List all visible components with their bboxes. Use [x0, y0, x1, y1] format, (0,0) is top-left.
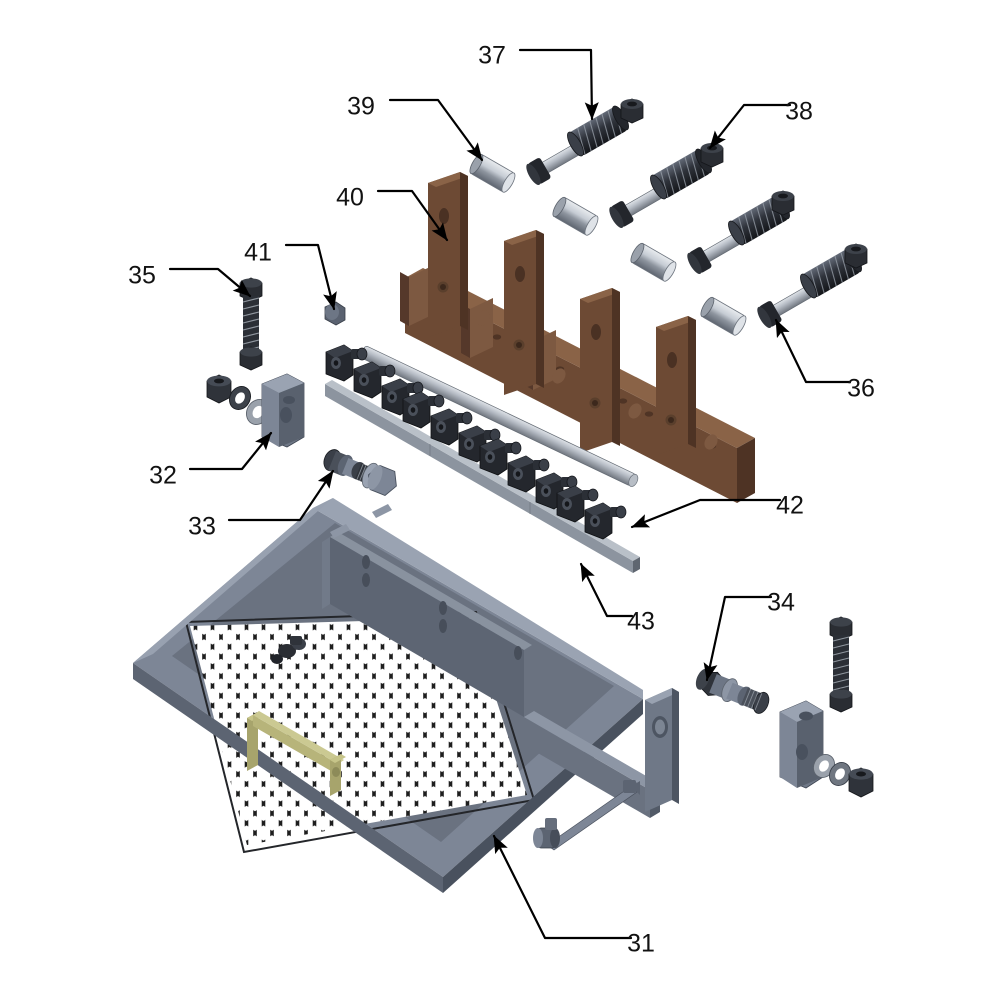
- clamp-block: [535, 472, 578, 510]
- main-frame-assembly-31: [133, 498, 679, 893]
- clamp-block: [402, 391, 445, 429]
- callout-41: 41: [244, 239, 337, 311]
- pivot-bolt-stack-33: [323, 449, 397, 497]
- callout-42: 42: [630, 492, 804, 529]
- shaft-head: [324, 301, 346, 326]
- clamp-block: [381, 378, 424, 416]
- callout-37: 37: [478, 42, 599, 121]
- leader-line-37: [518, 48, 599, 121]
- hex-nut-c: [771, 190, 795, 216]
- hex-nut-a: [620, 98, 644, 124]
- leader-line-35: [168, 267, 252, 298]
- leader-line-42: [630, 498, 782, 529]
- hardware-set-d: [700, 243, 868, 336]
- hex-nut-right: [848, 767, 874, 798]
- bracket-stack-right: [779, 700, 874, 798]
- clamp-block-callout-42: [584, 502, 627, 540]
- callout-34: 34: [703, 589, 795, 682]
- callout-label-31: 31: [627, 930, 655, 958]
- callout-label-43: 43: [627, 608, 655, 636]
- threaded-rod-assembly-right: [829, 616, 853, 713]
- tine-plate-2: [504, 230, 544, 395]
- spacer-sleeve-c: [630, 242, 677, 282]
- callout-32: 32: [149, 431, 273, 490]
- tine-plate-3: [580, 288, 620, 453]
- callout-label-38: 38: [785, 98, 813, 126]
- callout-33: 33: [188, 469, 335, 541]
- leader-line-31: [492, 834, 633, 940]
- callout-label-37: 37: [478, 42, 506, 70]
- leader-line-32: [188, 431, 273, 471]
- hex-nut-d: [844, 243, 868, 269]
- callout-label-35: 35: [128, 262, 156, 290]
- hardware-set-b: [552, 142, 724, 236]
- tray-rear-bosses: [330, 504, 392, 538]
- hardware-set-a: [469, 98, 644, 193]
- callout-layer: 37 39 38 40 35 41 36 32 33 42 43 34 31: [128, 42, 875, 958]
- callout-38: 38: [708, 98, 813, 150]
- callout-label-42: 42: [776, 492, 804, 520]
- callout-label-40: 40: [336, 184, 364, 212]
- tine-plate-4: [656, 316, 696, 455]
- brown-tine-plate-rack: [400, 172, 755, 503]
- leader-line-34: [703, 595, 773, 682]
- mounting-bracket-right: [779, 700, 824, 789]
- callout-31: 31: [492, 834, 655, 958]
- callout-39: 39: [347, 93, 484, 162]
- spacer-sleeve-d: [700, 296, 747, 336]
- clamp-block: [507, 455, 550, 493]
- tray-hardware-cluster: [271, 636, 306, 664]
- leader-line-40: [376, 189, 449, 242]
- callout-label-39: 39: [347, 93, 375, 121]
- clamp-block: [430, 408, 473, 446]
- callout-label-34: 34: [767, 589, 795, 617]
- bracket-stack-left-32: [206, 373, 305, 448]
- leader-line-36: [774, 318, 852, 384]
- callout-35: 35: [128, 262, 252, 298]
- lock-washer-32: [229, 386, 251, 410]
- mounting-bracket-32: [261, 373, 305, 448]
- brown-boss-stubs: [476, 310, 718, 450]
- leader-line-41: [284, 243, 337, 311]
- rear-vertical-plate: [322, 532, 532, 717]
- clamp-block: [353, 361, 396, 399]
- hex-nut-32: [206, 374, 232, 404]
- callout-36: 36: [774, 318, 875, 403]
- olive-latch-handle: [247, 711, 346, 796]
- flat-washer-right: [813, 754, 835, 778]
- hardware-set-c: [630, 190, 795, 282]
- callout-label-41: 41: [244, 239, 272, 267]
- callout-label-36: 36: [847, 375, 875, 403]
- right-pivot-plate: [645, 688, 679, 812]
- brace-end-fitting: [533, 818, 560, 849]
- compression-spring-a: [567, 105, 629, 157]
- leader-line-38: [708, 103, 792, 150]
- leader-line-43: [579, 562, 634, 618]
- callout-label-32: 32: [149, 462, 177, 490]
- clamp-block: [479, 438, 522, 476]
- pivot-bolt-stack-34: [695, 668, 770, 714]
- callout-label-33: 33: [188, 513, 216, 541]
- leader-line-33: [227, 469, 335, 522]
- callout-43: 43: [579, 562, 655, 636]
- tine-plate-1: [428, 172, 468, 337]
- clamp-block: [556, 485, 599, 523]
- clamp-block-row: [325, 344, 627, 540]
- spacer-sleeve-a: [469, 153, 516, 193]
- clamp-block: [325, 344, 368, 382]
- spacer-sleeve-b: [552, 196, 599, 236]
- diagonal-brace: [533, 780, 640, 851]
- callout-40: 40: [336, 184, 449, 242]
- leader-line-39: [388, 98, 484, 162]
- lock-washer-right: [829, 762, 851, 786]
- spring-bolt-hardware-sets: [469, 98, 868, 336]
- threaded-rod-assembly-35: [239, 277, 263, 371]
